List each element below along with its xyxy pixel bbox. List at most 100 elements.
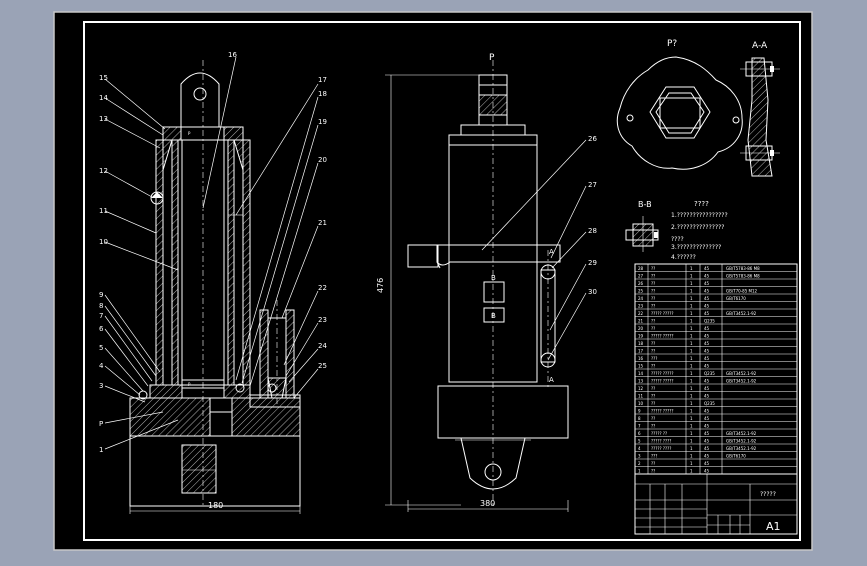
bom-cell: GB/T3452.1-92 — [726, 311, 757, 316]
note-line-4: 3.?????????????? — [671, 244, 721, 251]
bom-cell: 23 — [638, 303, 644, 308]
part-num-19: 19 — [318, 118, 327, 126]
bom-cell: 45 — [704, 288, 710, 293]
bom-cell: 1 — [690, 386, 693, 391]
bom-cell: ?? — [651, 318, 655, 323]
title-block: ????? A1 — [634, 473, 798, 535]
bom-cell: 1 — [690, 296, 693, 301]
bom-cell: GB/T5783-86 M8 — [726, 273, 760, 278]
sheet-background — [53, 11, 813, 551]
bom-cell: 25 — [638, 288, 644, 293]
bom-cell: 1 — [690, 303, 693, 308]
bom-cell: 1 — [690, 341, 693, 346]
part-num-23: 23 — [318, 316, 327, 324]
note-line-1: 1.???????????????? — [671, 212, 728, 219]
bom-cell: ?? — [651, 393, 655, 398]
bom-cell: 1 — [690, 401, 693, 406]
bom-cell: 1 — [690, 461, 693, 466]
notes-heading: ???? — [694, 200, 709, 208]
bom-cell: 45 — [704, 438, 710, 443]
bom-cell: ?? — [651, 363, 655, 368]
bom-cell: ????? ????? — [651, 408, 674, 413]
bom-cell: 7 — [638, 423, 641, 428]
head-cap-label: P — [188, 131, 191, 136]
bom-cell: 45 — [704, 333, 710, 338]
bom-cell: 8 — [638, 416, 641, 421]
right-part-callouts: 16 17 18 19 20 21 22 23 24 25 — [202, 51, 327, 399]
part-num-20: 20 — [318, 156, 327, 164]
bom-cell: 1 — [690, 468, 693, 473]
section-a-top: A — [549, 248, 554, 256]
bom-cell: ?? — [651, 461, 655, 466]
bom-cell: 1 — [690, 311, 693, 316]
bom-cell: 1 — [690, 393, 693, 398]
bom-cell: 1 — [690, 318, 693, 323]
bom-cell: 45 — [704, 326, 710, 331]
bom-cell: ?? — [651, 288, 655, 293]
bom-cell: 45 — [704, 341, 710, 346]
bom-cell: 45 — [704, 393, 710, 398]
bom-cell: 19 — [638, 333, 644, 338]
bom-cell: 1 — [690, 266, 693, 271]
section-b-bottom: B — [491, 312, 496, 320]
bom-cell: 20 — [638, 326, 644, 331]
bom-cell: 22 — [638, 311, 644, 316]
part-num-29: 29 — [588, 259, 597, 267]
bom-cell: 1 — [690, 363, 693, 368]
part-num-15: 15 — [99, 74, 108, 82]
section-aa-label: A-A — [752, 41, 768, 51]
front-view: P B B A A — [376, 53, 597, 512]
view-p-label: P? — [667, 39, 677, 49]
part-num-24: 24 — [318, 342, 327, 350]
bom-cell: 4 — [638, 446, 641, 451]
bom-cell: 2 — [638, 461, 641, 466]
bom-cell: ?? — [651, 416, 655, 421]
part-num-7: 7 — [99, 312, 103, 320]
bom-cell: ?? — [651, 401, 655, 406]
section-a-bottom: A — [549, 376, 554, 384]
bom-cell: 1 — [690, 416, 693, 421]
bom-cell: 1 — [690, 423, 693, 428]
bom-cell: ?? — [651, 341, 655, 346]
bom-cell: 45 — [704, 273, 710, 278]
part-num-30: 30 — [588, 288, 597, 296]
left-section-view: P P — [129, 60, 301, 514]
bom-cell: ????? ?? — [651, 431, 667, 436]
view-p: P? — [616, 39, 743, 170]
bom-cell: ????? ???? — [651, 438, 671, 443]
bom-cell: ????? ????? — [651, 371, 674, 376]
bom-cell: 3 — [638, 453, 641, 458]
bom-cell: 11 — [638, 393, 644, 398]
bom-cell: 10 — [638, 401, 644, 406]
bom-cell: 15 — [638, 363, 644, 368]
part-num-14: 14 — [99, 94, 108, 102]
bom-cell: 45 — [704, 446, 710, 451]
note-line-2: 2.??????????????? — [671, 224, 725, 231]
bom-cell: 24 — [638, 296, 644, 301]
part-num-4: 4 — [99, 362, 104, 370]
bom-cell: 21 — [638, 318, 644, 323]
bom-cell: 28 — [638, 266, 644, 271]
drawing-border — [83, 21, 801, 541]
part-num-p: P — [99, 420, 103, 428]
bom-cell: ????? ????? — [651, 333, 674, 338]
section-b-top: B — [491, 274, 496, 282]
bom-cell: ?? — [651, 386, 655, 391]
dim-left-width: 180 — [208, 501, 223, 510]
bom-cell: GB/T6170 — [726, 453, 746, 458]
part-num-18: 18 — [318, 90, 327, 98]
part-num-12: 12 — [99, 167, 108, 175]
bom-cell: 45 — [704, 431, 710, 436]
title-text: ????? — [760, 491, 776, 498]
bom-cell: 13 — [638, 378, 644, 383]
bom-cell: 45 — [704, 356, 710, 361]
bom-cell: 9 — [638, 408, 641, 413]
bom-cell: 45 — [704, 408, 710, 413]
bom-cell: 45 — [704, 468, 710, 473]
bom-cell: GB/T3452.1-92 — [726, 446, 757, 451]
section-bb: B-B — [625, 200, 659, 252]
bom-cell: 1 — [690, 408, 693, 413]
part-num-22: 22 — [318, 284, 327, 292]
bom-cell: GB/T3452.1-92 — [726, 371, 757, 376]
note-line-5: 4.?????? — [671, 254, 696, 261]
